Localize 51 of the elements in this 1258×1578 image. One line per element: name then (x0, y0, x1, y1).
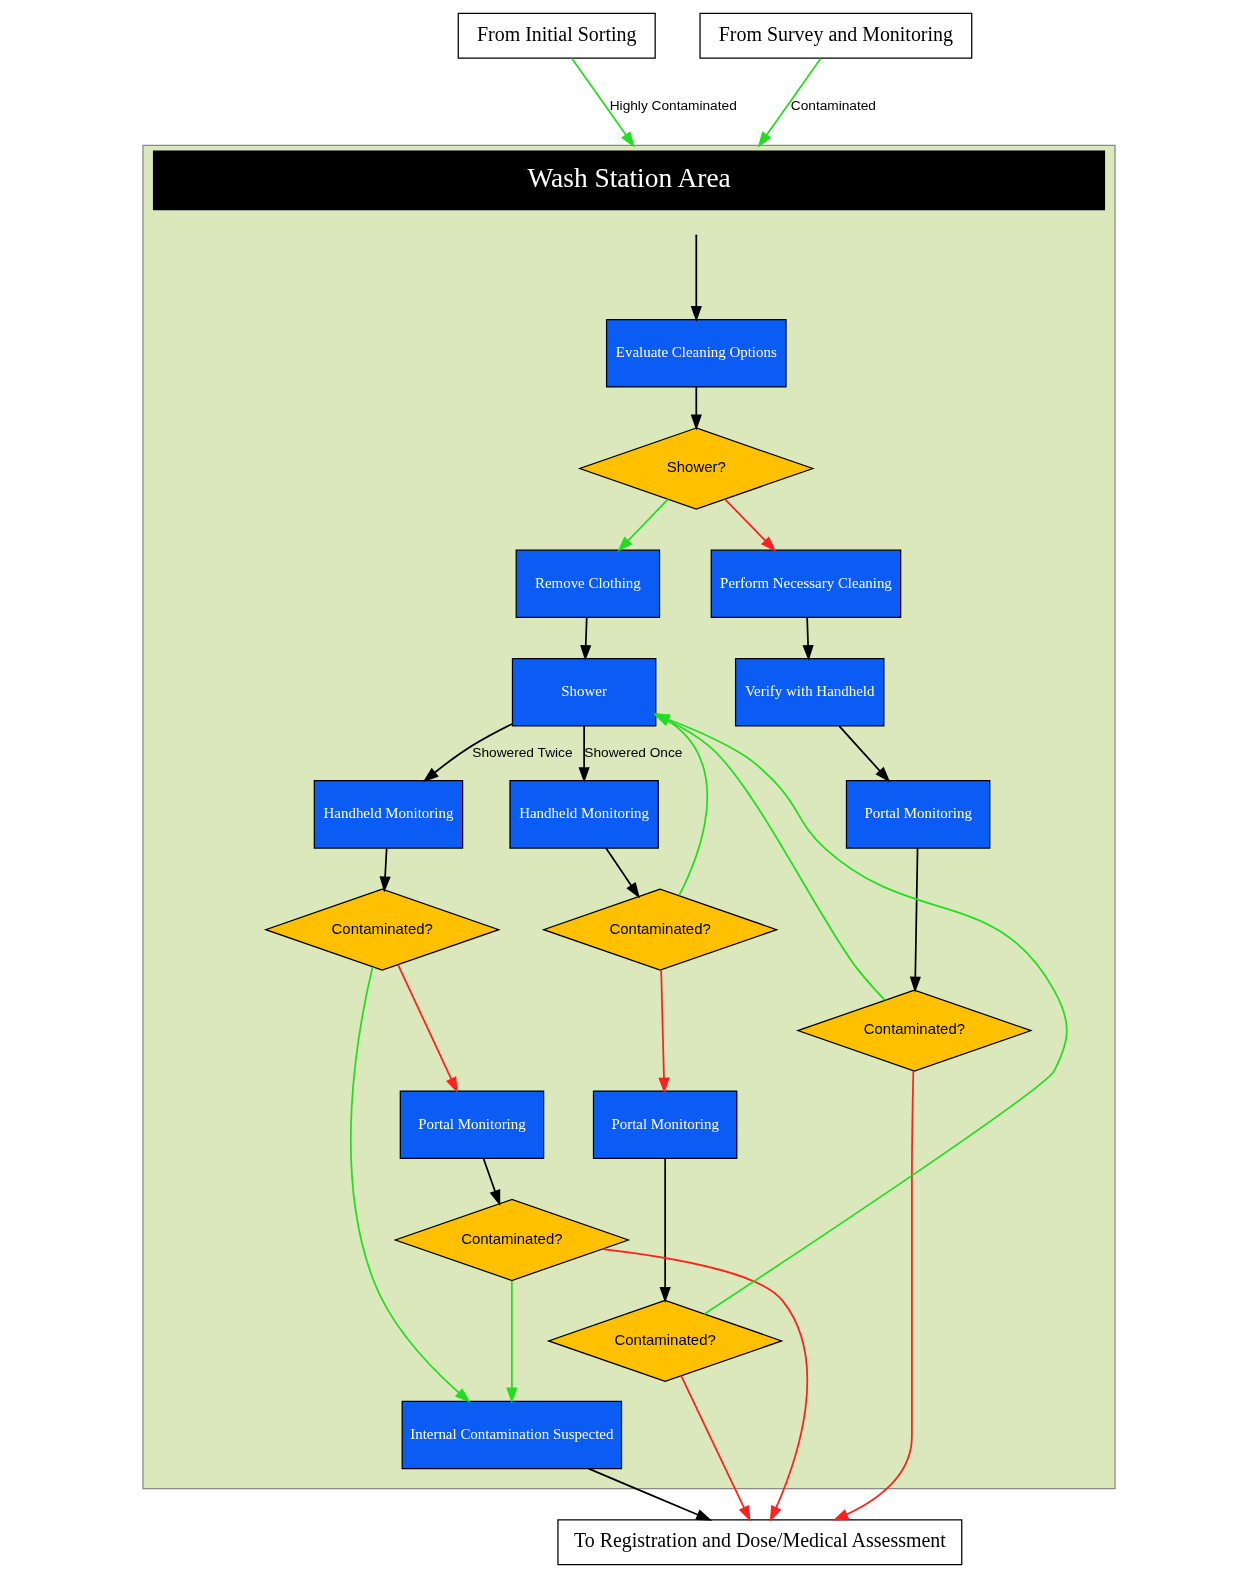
arrow (757, 57, 822, 148)
arrow (605, 847, 640, 899)
arrow (653, 714, 886, 1001)
node-diamond: Contaminated? (541, 888, 779, 971)
node-box: Portal Monitoring (399, 1090, 545, 1159)
node-diamond: Contaminated? (393, 1198, 631, 1282)
node-box: Verify with Handheld (734, 657, 885, 727)
edge-label: Showered Twice (472, 744, 573, 760)
arrow (802, 617, 814, 662)
node-box: From Initial Sorting (457, 12, 656, 59)
arrow (832, 1070, 915, 1521)
arrow (580, 617, 592, 662)
arrow (653, 714, 1068, 1315)
edge-label: Contaminated (790, 98, 877, 114)
node-diamond: Contaminated? (546, 1299, 784, 1383)
arrow (571, 57, 635, 148)
edge-label: Showered Once (584, 744, 683, 760)
arrow (909, 847, 921, 993)
arrow (587, 1467, 713, 1521)
arrow (690, 235, 702, 322)
node-box: Handheld Monitoring (509, 780, 659, 849)
node-box: Perform Necessary Cleaning (710, 549, 902, 619)
arrow (422, 723, 514, 783)
node-box: Shower (511, 657, 657, 727)
node-box: Remove Clothing (515, 549, 661, 619)
node-box: From Survey and Monitoring (699, 12, 973, 59)
arrow (617, 498, 669, 552)
arrow (659, 1157, 671, 1303)
arrow (838, 725, 891, 783)
arrow (578, 725, 590, 784)
node-box: Portal Monitoring (592, 1090, 738, 1159)
node-diamond: Contaminated? (263, 888, 501, 971)
node-box: Handheld Monitoring (313, 780, 464, 849)
arrow (349, 966, 471, 1403)
arrow (653, 712, 709, 897)
node-box: Portal Monitoring (845, 780, 991, 849)
node-diamond: Contaminated? (795, 989, 1033, 1072)
arrow (680, 1375, 751, 1522)
arrow (397, 964, 458, 1094)
edge-label: Highly Contaminated (609, 98, 737, 114)
arrow (724, 498, 777, 552)
node-diamond: Shower? (577, 427, 815, 510)
arrow (482, 1157, 501, 1206)
node-box: Evaluate Cleaning Options (605, 319, 787, 388)
arrow (506, 1279, 518, 1404)
node-box: Internal Contamination Suspected (401, 1400, 623, 1470)
arrow (379, 847, 391, 893)
arrow (601, 1248, 809, 1522)
arrow (658, 969, 670, 1094)
arrow (690, 386, 702, 431)
node-box: To Registration and Dose/Medical Assessment (557, 1519, 963, 1566)
